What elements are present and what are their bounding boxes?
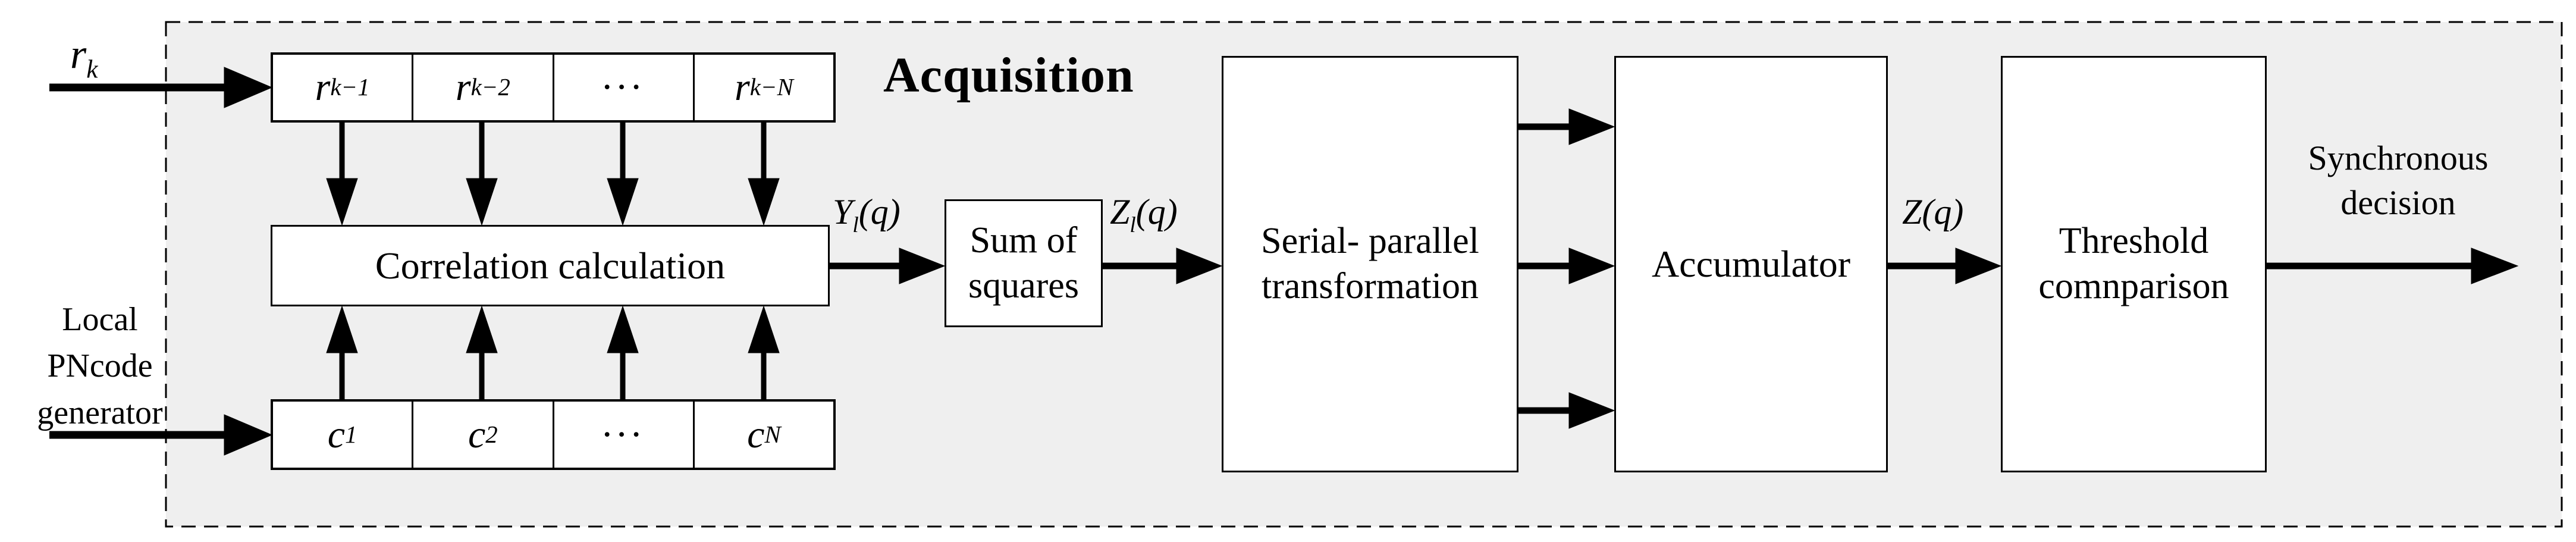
arrow-serial-to-accumulator-top bbox=[1518, 108, 1615, 145]
code-cell-ellipsis: ··· bbox=[552, 402, 693, 468]
arrow-accumulator-to-threshold bbox=[1888, 247, 2002, 284]
arrow-register-tap-2 bbox=[466, 123, 498, 226]
received-signal-label: rk bbox=[70, 32, 98, 84]
acquisition-title: Acquisition bbox=[883, 48, 1134, 103]
synchronous-decision-label: Synchronous decision bbox=[2308, 139, 2489, 223]
register-cell-ellipsis: ··· bbox=[552, 55, 693, 120]
arrow-local-code-input bbox=[49, 414, 273, 456]
arrow-code-tap-3 bbox=[607, 305, 639, 399]
correlation-output-label: Yl(q) bbox=[833, 192, 900, 238]
accumulator-output-label: Z(q) bbox=[1902, 192, 1964, 231]
sum-output-label: Zl(q) bbox=[1110, 192, 1178, 238]
arrow-correlation-to-sum bbox=[828, 247, 946, 284]
arrow-code-tap-4 bbox=[748, 305, 780, 399]
arrow-received-signal-input bbox=[49, 67, 273, 108]
accumulator-block: Accumulator bbox=[1614, 56, 1888, 472]
arrow-code-tap-1 bbox=[326, 305, 358, 399]
arrow-serial-to-accumulator-bottom bbox=[1518, 392, 1615, 429]
local-pn-code-generator-label: Local PNcode generator bbox=[37, 301, 163, 431]
arrow-register-tap-1 bbox=[326, 123, 358, 226]
arrow-sum-to-serial bbox=[1103, 247, 1223, 284]
arrow-register-tap-4 bbox=[748, 123, 780, 226]
correlation-calculation-block: Correlation calculation bbox=[271, 225, 830, 306]
arrow-register-tap-3 bbox=[607, 123, 639, 226]
arrow-code-tap-2 bbox=[466, 305, 498, 399]
arrow-synchronous-decision-output bbox=[2267, 247, 2519, 284]
arrow-serial-to-accumulator-middle bbox=[1518, 247, 1615, 284]
arrows bbox=[49, 67, 2519, 456]
